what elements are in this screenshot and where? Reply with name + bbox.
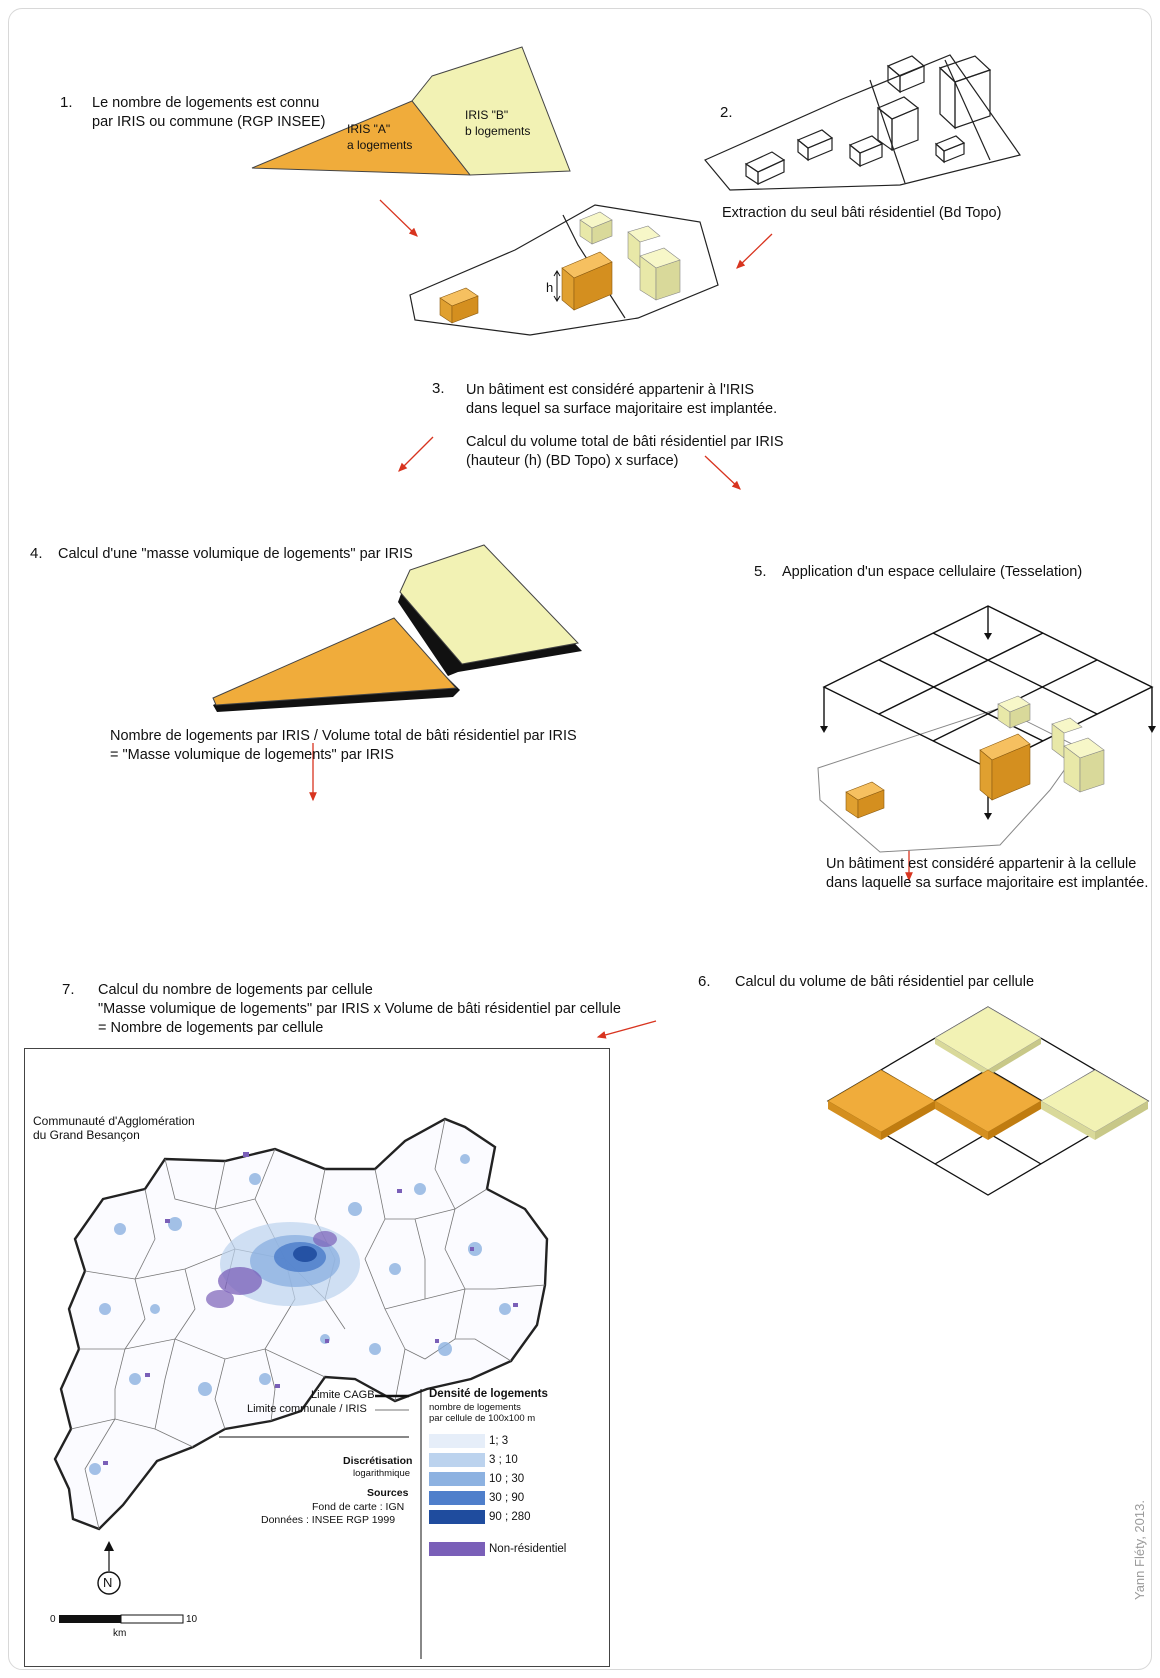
legend-swatch-nonres <box>429 1542 485 1556</box>
step4-density-polygons <box>212 544 582 712</box>
step2-number: 2. <box>720 104 733 121</box>
arrow-3-to-5 <box>704 455 741 490</box>
step3-number: 3. <box>432 380 445 397</box>
iris-a-polygon <box>251 100 472 176</box>
legend-iris-label: Limite communale / IRIS <box>247 1403 367 1415</box>
legend-swatch-1 <box>429 1434 485 1448</box>
legend-swatch-2 <box>429 1453 485 1467</box>
map-territory <box>53 1117 549 1659</box>
legend-swatch-3 <box>429 1472 485 1486</box>
step1-number: 1. <box>60 94 73 111</box>
iris-a-label2: a logements <box>347 138 413 152</box>
legend-nonres: Non-résidentiel <box>489 1543 567 1555</box>
legend-class-4: 30 ; 90 <box>489 1492 525 1504</box>
legend-swatch-4 <box>429 1491 485 1505</box>
combined-iris-buildings <box>409 204 719 336</box>
legend-cagb-label: Limite CAGB <box>311 1389 375 1401</box>
arrow-6-to-7 <box>596 1020 657 1039</box>
iris-b-polygon <box>411 46 571 176</box>
step3-line1: Un bâtiment est considéré appartenir à l… <box>466 382 755 398</box>
step7-line2: "Masse volumique de logements" par IRIS … <box>98 1001 621 1017</box>
scale-zero: 0 <box>50 1614 56 1625</box>
legend-subtitle2: par cellule de 100x100 m <box>429 1413 536 1424</box>
arrow-3-to-4 <box>398 436 434 472</box>
step3-line4: (hauteur (h) (BD Topo) x surface) <box>466 453 679 469</box>
legend-class-1: 1; 3 <box>489 1435 509 1447</box>
legend-class-2: 3 ; 10 <box>489 1454 518 1466</box>
sources-label: Sources <box>367 1487 409 1499</box>
step6-number: 6. <box>698 973 711 990</box>
legend-title: Densité de logements <box>429 1388 548 1400</box>
step7-line1: Calcul du nombre de logements par cellul… <box>98 982 373 998</box>
step4-number: 4. <box>30 545 43 562</box>
step4-line2: = "Masse volumique de logements" par IRI… <box>110 747 394 763</box>
step5-line2: dans laquelle sa surface majoritaire est… <box>826 875 1149 891</box>
step1-iris-polygons <box>251 46 571 176</box>
discretisation-type: logarithmique <box>353 1468 411 1479</box>
arrow-1-to-3 <box>379 199 418 237</box>
iris-b-label1: IRIS "B" <box>465 108 509 122</box>
step1-line1: Le nombre de logements est connu <box>92 95 320 111</box>
sources-basemap: Fond de carte : IGN <box>312 1501 405 1513</box>
map-title-line1: Communauté d'Agglomération <box>33 1114 195 1128</box>
step3-line2: dans lequel sa surface majoritaire est i… <box>466 401 778 417</box>
step7-number: 7. <box>62 981 75 998</box>
author-credit: Yann Fléty, 2013. <box>1132 1500 1147 1600</box>
sources-data: Données : INSEE RGP 1999 <box>261 1514 396 1526</box>
height-label: h <box>546 280 554 295</box>
iris-a-label1: IRIS "A" <box>347 122 391 136</box>
legend-class-5: 90 ; 280 <box>489 1511 531 1523</box>
step6-title: Calcul du volume de bâti résidentiel par… <box>735 974 1035 990</box>
step4-line1: Nombre de logements par IRIS / Volume to… <box>110 728 577 744</box>
step5-number: 5. <box>754 563 767 580</box>
step6-cell-volumes <box>826 1006 1150 1196</box>
step3-line3: Calcul du volume total de bâti résidenti… <box>466 434 784 450</box>
step5-tesselation-grid <box>817 605 1156 853</box>
step5-title: Application d'un espace cellulaire (Tess… <box>782 564 1083 580</box>
step2-caption: Extraction du seul bâti résidentiel (Bd … <box>722 205 1002 221</box>
scale-unit: km <box>113 1628 127 1639</box>
besancon-density-map: Communauté d'Agglomération du Grand Besa… <box>24 1048 610 1667</box>
legend-class-3: 10 ; 30 <box>489 1473 525 1485</box>
step7-line3: = Nombre de logements par cellule <box>98 1020 324 1036</box>
legend-swatch-5 <box>429 1510 485 1524</box>
map-title-line2: du Grand Besançon <box>33 1128 140 1142</box>
scale-ten: 10 <box>186 1614 198 1625</box>
step2-building-wireframes <box>704 54 1021 191</box>
arrow-2-to-3 <box>736 233 773 269</box>
step4-title: Calcul d'une "masse volumique de logemen… <box>58 546 413 562</box>
north-arrow-icon: N <box>103 1575 113 1590</box>
step5-line1: Un bâtiment est considéré appartenir à l… <box>826 856 1137 872</box>
step1-line2: par IRIS ou commune (RGP INSEE) <box>92 114 326 130</box>
legend-subtitle1: nombre de logements <box>429 1402 521 1413</box>
iris-b-label2: b logements <box>465 124 531 138</box>
discretisation-label: Discrétisation <box>343 1455 413 1467</box>
cagb-boundary <box>53 1117 549 1531</box>
